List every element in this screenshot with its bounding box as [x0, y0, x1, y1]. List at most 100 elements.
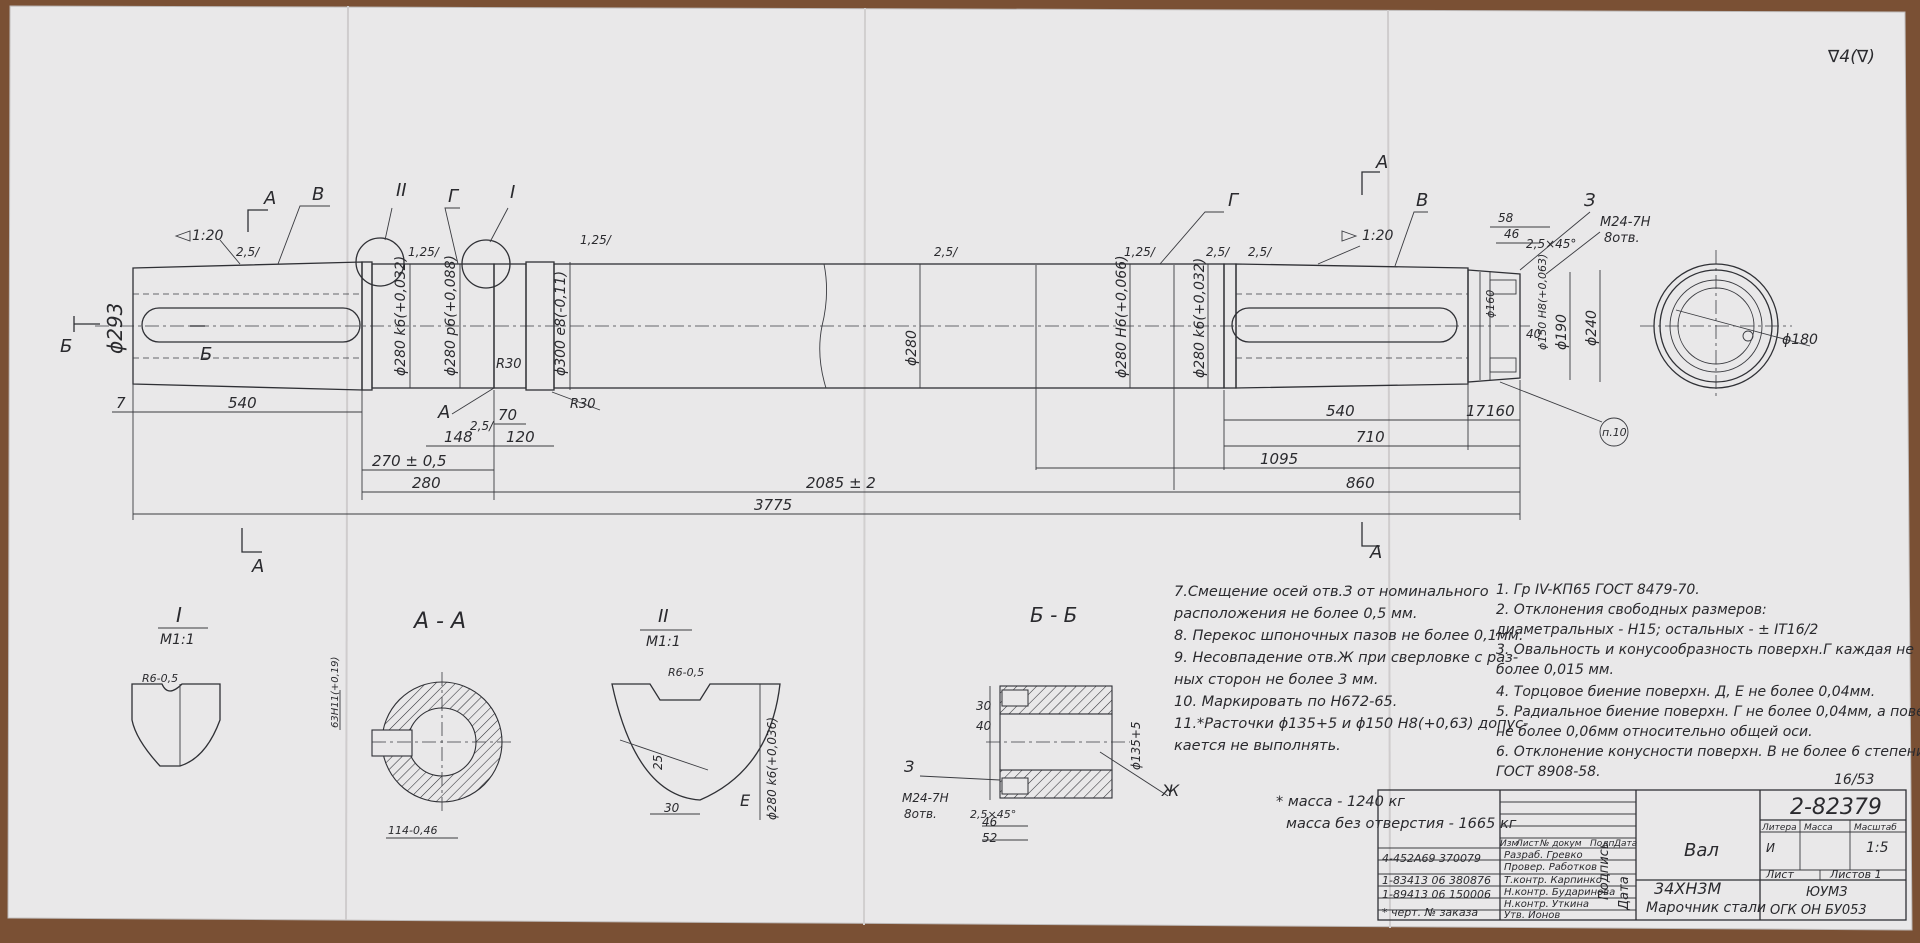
header-cell: Дата — [1613, 839, 1637, 849]
section-bb-title: Б - Б — [1030, 603, 1077, 627]
header-cell: Лист — [1515, 839, 1540, 849]
stamp-signature: Подпись — [1597, 842, 1612, 900]
radius-r6: R6-0,5 — [668, 666, 704, 679]
thread-label: М24-7Н — [902, 791, 949, 805]
surface-a-label: А — [437, 402, 450, 423]
change-row: 1-83413 06 380876 — [1382, 874, 1491, 887]
detail-i-view: I М1:1 R6-0,5 — [131, 603, 221, 767]
role-row: Разраб. Гревко — [1504, 849, 1583, 861]
roughness-mark: 2,5/ — [470, 419, 495, 433]
col-mass: Масса — [1804, 823, 1833, 833]
section-b-label: Б — [60, 336, 72, 357]
radius-r30: R30 — [496, 357, 522, 372]
surface-v-label: В — [312, 184, 324, 205]
role-row: Н.контр. Уткина — [1504, 899, 1589, 910]
dim-540: 540 — [228, 394, 257, 412]
role-row: Т.контр. Карпинко — [1504, 875, 1602, 886]
dim-1095: 1095 — [1260, 450, 1298, 468]
dim-280: 280 — [412, 474, 441, 492]
note-line: не более 0,06мм относительно общей оси. — [1496, 724, 1813, 740]
detail-ii-scale: М1:1 — [646, 634, 681, 650]
note-line: ных сторон не более 3 мм. — [1174, 672, 1378, 688]
dia-190: ϕ190 — [1554, 314, 1570, 350]
note-line: 10. Маркировать по Н672-65. — [1174, 694, 1397, 710]
roughness-mark: 1,25/ — [580, 233, 613, 247]
radius-r6: R6-0,5 — [142, 672, 178, 685]
section-aa-title: А - А — [412, 609, 466, 634]
keyway-dim: 63Н11(+0,19) — [330, 657, 341, 728]
dia-135: ϕ135+5 — [1129, 721, 1143, 770]
shaft-main-view — [95, 237, 1530, 391]
sheet-ref: 16/53 — [1834, 772, 1874, 788]
chamfer-label: 2,5×45° — [970, 808, 1016, 821]
section-aa-view: А - А 63Н11(+0,19) 114-0,46 — [330, 609, 512, 839]
note-line: 2. Отклонения свободных размеров: — [1496, 602, 1767, 618]
dim-58: 58 — [1498, 211, 1514, 225]
roughness-mark: 2,5/ — [236, 245, 261, 259]
notes-right: 1. Гр IV-КП65 ГОСТ 8479-70. 2. Отклонени… — [1495, 582, 1920, 780]
note-line: 1. Гр IV-КП65 ГОСТ 8479-70. — [1496, 582, 1700, 598]
paper-fold — [1387, 9, 1391, 929]
note-line: 8. Перекос шпоночных пазов не более 0,1м… — [1174, 628, 1523, 644]
mass-notes: * масса - 1240 кг масса без отверстия - … — [1276, 794, 1517, 832]
dim-25: 25 — [651, 755, 665, 770]
scale-value: 1:5 — [1866, 840, 1889, 856]
dia-150: ϕ150 H8(+0,063) — [1536, 254, 1549, 350]
dim-70: 70 — [498, 406, 517, 424]
note-line: расположения не более 0,5 мм. — [1173, 606, 1417, 622]
role-row: Провер. Работков — [1504, 861, 1597, 873]
section-a-label: А — [1375, 152, 1388, 173]
note-ref: п.10 — [1602, 426, 1627, 439]
material-note: Марочник стали — [1646, 900, 1766, 916]
organisation: ЮУМЗ — [1806, 885, 1848, 900]
paper-fold — [863, 7, 866, 926]
dia-280-p6: ϕ280 p6(+0,088) — [443, 255, 459, 376]
roughness-corner-mark: ∇4(∇) — [1827, 47, 1875, 67]
dim-3775: 3775 — [754, 496, 792, 514]
note-line: 7.Смещение осей отв.З от номинального — [1174, 584, 1489, 600]
roughness-mark: 2,5/ — [1206, 245, 1231, 259]
dia-280: ϕ280 — [904, 330, 920, 366]
thread-holes-label: 8отв. — [1604, 231, 1640, 246]
dim-120: 120 — [506, 428, 535, 446]
keyway-depth-dim: 114-0,46 — [388, 824, 437, 837]
sheets-label: Листов 1 — [1829, 868, 1882, 881]
note-line: более 0,015 мм. — [1496, 662, 1614, 678]
radius-r30: R30 — [570, 397, 596, 412]
change-row: 4-452А69 370079 — [1382, 852, 1481, 865]
roughness-mark: 2,5/ — [934, 245, 959, 259]
dia-280-k6: ϕ280 k6(+0,032) — [1192, 258, 1208, 378]
note-line: 4. Торцовое биение поверхн. Д, Е не боле… — [1496, 684, 1875, 700]
dim-46: 46 — [982, 815, 998, 829]
surface-labels: 1:20 В Г 1:20 В Г З М24-7Н 8отв. 2,5×45°… — [174, 184, 1651, 341]
header-cell: Изм — [1500, 839, 1519, 849]
dim-40: 40 — [1526, 327, 1542, 341]
change-row: 1-89413 06 150006 — [1382, 888, 1491, 901]
letter-value: И — [1766, 841, 1775, 855]
thread-label: М24-7Н — [1600, 215, 1651, 230]
part-name: Вал — [1684, 840, 1719, 861]
section-a-label: А — [1369, 542, 1382, 563]
detail-i-scale: М1:1 — [160, 632, 195, 648]
surface-3-label: З — [904, 757, 914, 776]
section-b-label: Б — [200, 344, 212, 365]
surface-v-label: В — [1416, 190, 1428, 211]
role-row: Н.контр. Бударинова — [1504, 887, 1615, 898]
note-line: кается не выполнять. — [1174, 738, 1341, 754]
taper-label: 1:20 — [192, 228, 224, 244]
section-bb-view: Б - Б 30 40 З М24-7Н 8отв. 2,5×45° 46 52… — [902, 603, 1180, 845]
dim-540: 540 — [1326, 402, 1355, 420]
material: 34ХН3М — [1654, 879, 1722, 898]
col-letter: Литера — [1761, 823, 1797, 833]
dim-270: 270 ± 0,5 — [372, 452, 447, 470]
dia-300: ϕ300 e8(-0,11) — [553, 271, 569, 376]
dia-240: ϕ240 — [1584, 310, 1600, 346]
role-row: Утв. Ионов — [1504, 910, 1560, 921]
dia-280-h6: ϕ280 H6(+0,066) — [1114, 255, 1130, 378]
surface-3-label: З — [1584, 190, 1596, 211]
dim-30: 30 — [664, 801, 680, 815]
dia-280-k6: ϕ280 k6(+0,036) — [765, 717, 779, 820]
section-a-label: А — [263, 188, 276, 209]
dim-30: 30 — [976, 699, 992, 713]
section-a-label: А — [251, 556, 264, 577]
